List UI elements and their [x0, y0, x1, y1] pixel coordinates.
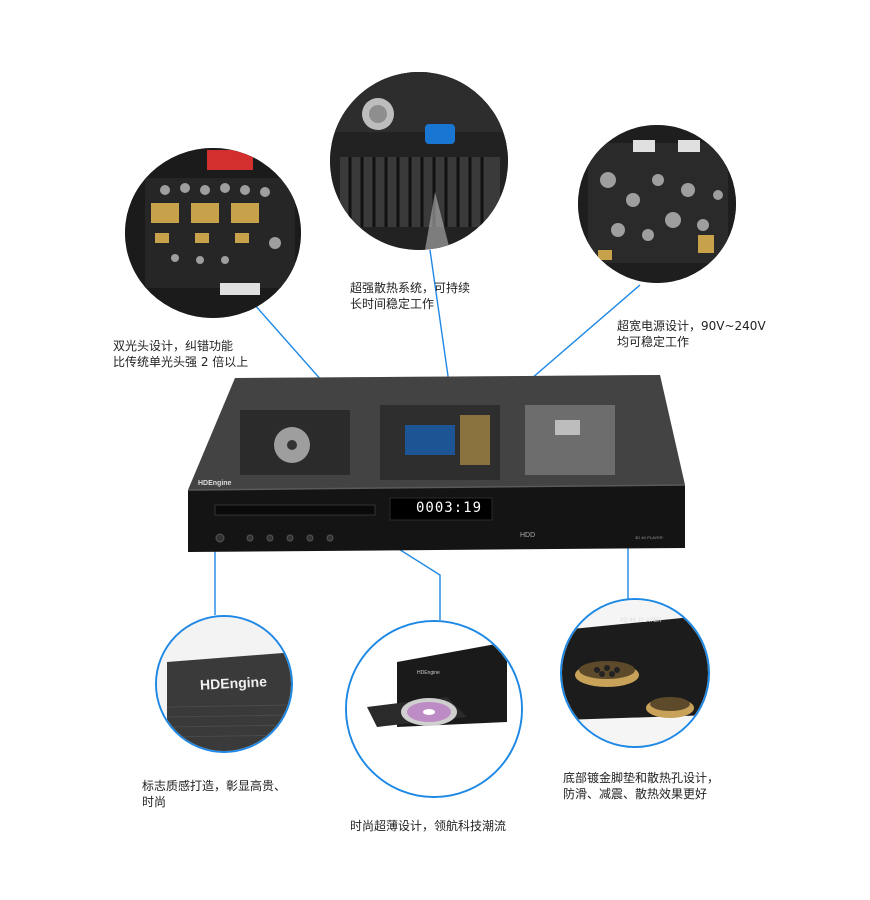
logo-closeup: HDEngine [155, 615, 293, 753]
feet-closeup-label: 3D 4K PLAYER [620, 618, 662, 624]
disc-tray-image [347, 622, 521, 796]
logo-plate-image [157, 617, 291, 751]
gold-feet-image [562, 600, 708, 746]
model-badge: 3D 4K PLAYER [635, 535, 663, 540]
caption-heat-dissipation: 超强散热系统，可持续 长时间稳定工作 [350, 281, 471, 311]
optical-board-closeup [125, 148, 301, 318]
circuit-board-image [125, 148, 301, 318]
power-board-image [578, 125, 736, 283]
heatsink-image [330, 72, 508, 250]
front-display-readout: 0003:19 [416, 500, 483, 516]
caption-logo-quality: 标志质感打造，彰显高贵、 时尚 [142, 779, 287, 809]
caption-optical-head: 双光头设计，纠错功能 比传统单光头强 2 倍以上 [113, 339, 249, 369]
gold-feet-closeup: 3D 4K PLAYER [560, 598, 710, 748]
player-body [187, 375, 686, 552]
caption-power-supply: 超宽电源设计，90V~240V 均可稳定工作 [617, 319, 766, 349]
caption-slim-design: 时尚超薄设计，领航科技潮流 [350, 819, 507, 833]
disc-tray-closeup: HDEngine [345, 620, 523, 798]
player-brand-logo: HDEngine [198, 480, 232, 487]
hdd-mark: HDD [520, 532, 536, 539]
blu-ray-player: HDEngine 0003:19 HDD 3D 4K PLAYER [180, 370, 700, 560]
power-supply-closeup [578, 125, 736, 283]
disc-tray-brand: HDEngine [417, 670, 440, 676]
caption-gold-feet: 底部镀金脚垫和散热孔设计， 防滑、减震、散热效果更好 [563, 771, 720, 801]
heatsink-closeup [330, 72, 508, 250]
